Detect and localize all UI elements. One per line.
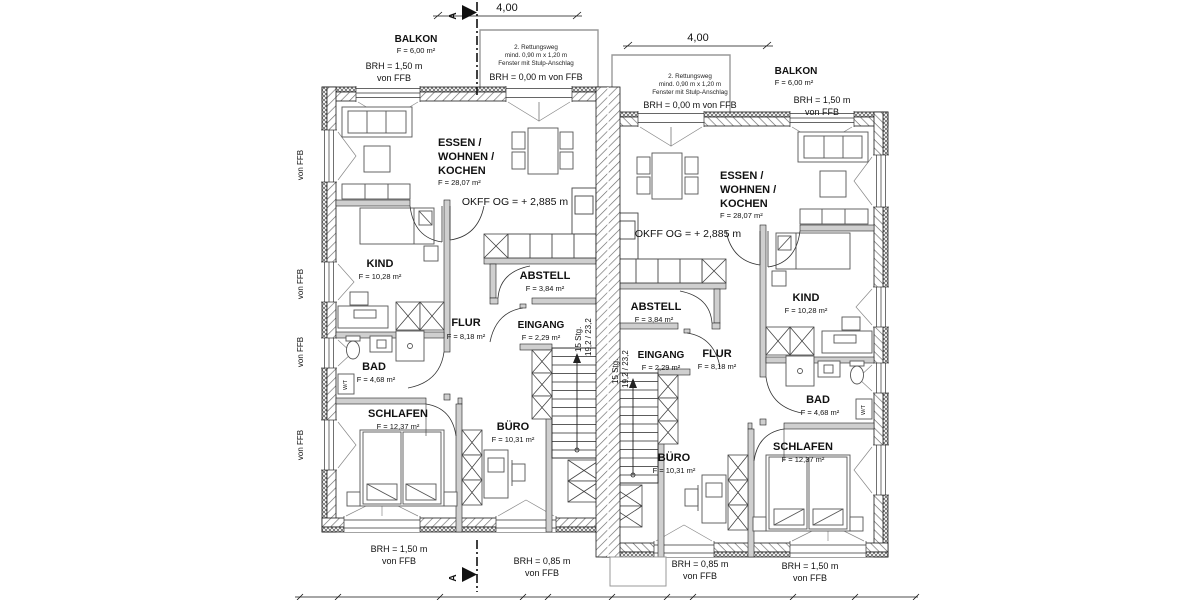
- stairs-label-right-l1: 15 Stg.: [611, 359, 620, 384]
- brh150-topleft-l1: BRH = 1,50 m: [366, 61, 423, 71]
- room-label-essen-left-l1: ESSEN /: [438, 137, 481, 149]
- wt-label-left: W/T: [343, 379, 349, 390]
- room-area-abstell-right: F = 3,84 m²: [635, 315, 674, 324]
- room-area-bad-right: F = 4,68 m²: [801, 408, 840, 417]
- brh085-right-l1: BRH = 0,85 m: [672, 559, 729, 569]
- rescue-note-right-l2: mind. 0,90 m x 1,20 m: [659, 81, 721, 88]
- room-area-schlafen-left: F = 12,37 m²: [377, 422, 420, 431]
- vonffb-label-3: von FFB: [296, 337, 305, 367]
- room-area-buero-left: F = 10,31 m²: [492, 435, 535, 444]
- room-label-schlafen-left: SCHLAFEN: [368, 408, 428, 420]
- dimension-value-right: 4,00: [687, 32, 708, 44]
- balkon-label-left: BALKON: [395, 34, 438, 45]
- dimension-value-left: 4,00: [496, 2, 517, 14]
- room-area-kind-right: F = 10,28 m²: [785, 306, 828, 315]
- room-label-buero-left: BÜRO: [497, 420, 530, 433]
- room-label-abstell-right: ABSTELL: [631, 301, 682, 313]
- room-label-essen-left-l2: WOHNEN /: [438, 151, 494, 163]
- dimension-line-right: [623, 41, 773, 50]
- room-area-essen-right: F = 28,07 m²: [720, 211, 763, 220]
- wt-label-right: W/T: [861, 404, 867, 415]
- room-label-essen-right-l3: KOCHEN: [720, 198, 768, 210]
- okff-label-left: OKFF OG = + 2,885 m: [462, 196, 568, 208]
- rescue-note-left-l1: 2. Rettungsweg: [514, 44, 558, 51]
- room-label-kind-left: KIND: [367, 258, 394, 270]
- room-label-kind-right: KIND: [793, 292, 820, 304]
- room-area-buero-right: F = 10,31 m²: [653, 466, 696, 475]
- stairs-label-right-l2: 19,2 / 23,2: [621, 350, 630, 388]
- brh150-bottomleft-l2: von FFB: [382, 556, 416, 566]
- balkon-area-right: F = 6,00 m²: [775, 78, 814, 87]
- rescue-note-left-l3: Fenster mit Stulp-Anschlag: [498, 60, 574, 67]
- brh150-bottomleft-l1: BRH = 1,50 m: [371, 544, 428, 554]
- section-marker-bottom: A: [448, 540, 478, 592]
- dimension-chain-bottom: [295, 593, 920, 600]
- brh150-bottomright-l1: BRH = 1,50 m: [782, 561, 839, 571]
- rescue-note-left-l2: mind. 0,90 m x 1,20 m: [505, 52, 567, 59]
- dimension-line-left: [433, 11, 582, 20]
- okff-label-right: OKFF OG = + 2,885 m: [635, 228, 741, 240]
- balkon-area-left: F = 6,00 m²: [397, 46, 436, 55]
- brh085-left-l1: BRH = 0,85 m: [514, 556, 571, 566]
- room-label-bad-left: BAD: [362, 361, 386, 373]
- room-area-eingang-right: F = 2,29 m²: [642, 363, 681, 372]
- room-area-abstell-left: F = 3,84 m²: [526, 284, 565, 293]
- room-area-flur-left: F = 8,18 m²: [447, 332, 486, 341]
- brh150-topleft-l2: von FFB: [377, 73, 411, 83]
- rescue-note-right-l3: Fenster mit Stulp-Anschlag: [652, 89, 728, 96]
- room-label-essen-right-l1: ESSEN /: [720, 170, 763, 182]
- brh150-topright-l1: BRH = 1,50 m: [794, 95, 851, 105]
- room-label-flur-left: FLUR: [451, 317, 480, 329]
- room-area-schlafen-right: F = 12,37 m²: [782, 455, 825, 464]
- brh000-right: BRH = 0,00 m von FFB: [643, 100, 736, 110]
- brh085-right-l2: von FFB: [683, 571, 717, 581]
- room-label-eingang-left: EINGANG: [518, 320, 565, 331]
- room-label-flur-right: FLUR: [702, 348, 731, 360]
- room-label-abstell-left: ABSTELL: [520, 270, 571, 282]
- room-area-flur-right: F = 8,18 m²: [698, 362, 737, 371]
- room-area-eingang-left: F = 2,29 m²: [522, 333, 561, 342]
- room-area-kind-left: F = 10,28 m²: [359, 272, 402, 281]
- vonffb-label-4: von FFB: [296, 430, 305, 460]
- brh000-left: BRH = 0,00 m von FFB: [489, 72, 582, 82]
- brh150-bottomright-l2: von FFB: [793, 573, 827, 583]
- room-label-bad-right: BAD: [806, 394, 830, 406]
- room-label-essen-left-l3: KOCHEN: [438, 165, 486, 177]
- porch-outline: [609, 556, 667, 587]
- room-label-schlafen-right: SCHLAFEN: [773, 441, 833, 453]
- room-area-essen-left: F = 28,07 m²: [438, 178, 481, 187]
- brh085-left-l2: von FFB: [525, 568, 559, 578]
- room-area-bad-left: F = 4,68 m²: [357, 375, 396, 384]
- brh150-topright-l2: von FFB: [805, 107, 839, 117]
- section-label-bottom: A: [448, 574, 459, 581]
- vonffb-label-2: von FFB: [296, 269, 305, 299]
- stairs-label-left-l2: 19,2 / 23,2: [584, 318, 593, 356]
- vonffb-label-1: von FFB: [296, 150, 305, 180]
- room-label-buero-right: BÜRO: [658, 451, 691, 464]
- rescue-note-right-l1: 2. Rettungsweg: [668, 73, 712, 80]
- room-label-essen-right-l2: WOHNEN /: [720, 184, 776, 196]
- room-label-eingang-right: EINGANG: [638, 350, 685, 361]
- party-wall: [595, 86, 621, 558]
- balkon-label-right: BALKON: [775, 66, 818, 77]
- stairs-label-left-l1: 15 Stg.: [574, 327, 583, 352]
